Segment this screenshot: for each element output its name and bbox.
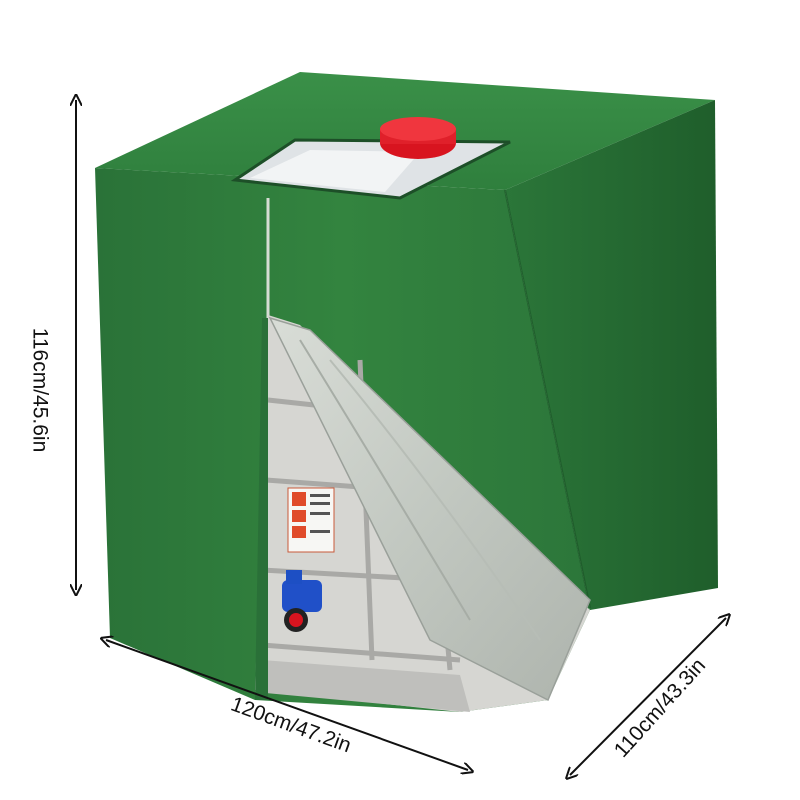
width-arrow-icon [106, 640, 468, 770]
top-window [230, 117, 511, 200]
height-dimension-label: 116cm/45.6in [28, 327, 52, 453]
depth-arrow-icon [570, 618, 726, 775]
cover-side [505, 100, 718, 610]
drain-valve [282, 570, 322, 632]
